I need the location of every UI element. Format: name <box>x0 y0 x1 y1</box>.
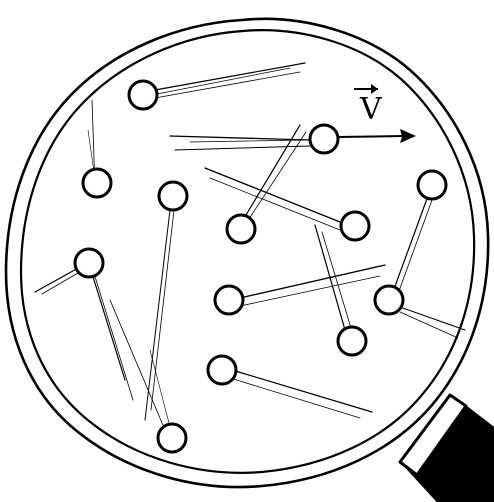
velocity-arrow <box>338 136 404 137</box>
particle <box>418 171 446 199</box>
magnifier-handle <box>400 395 494 502</box>
particle <box>208 356 236 384</box>
particle <box>129 81 157 109</box>
particle <box>341 212 369 240</box>
particle-trails <box>35 63 465 430</box>
particle <box>83 169 111 197</box>
particle <box>215 286 243 314</box>
velocity-label: V <box>359 92 383 127</box>
particle <box>159 182 187 210</box>
particle <box>75 249 103 277</box>
particle <box>338 327 366 355</box>
particle <box>310 125 338 153</box>
velocity-annotation: V <box>338 84 416 143</box>
particle <box>227 215 255 243</box>
velocity-arrow-head <box>400 129 416 143</box>
particle <box>375 286 403 314</box>
particle <box>158 424 186 452</box>
